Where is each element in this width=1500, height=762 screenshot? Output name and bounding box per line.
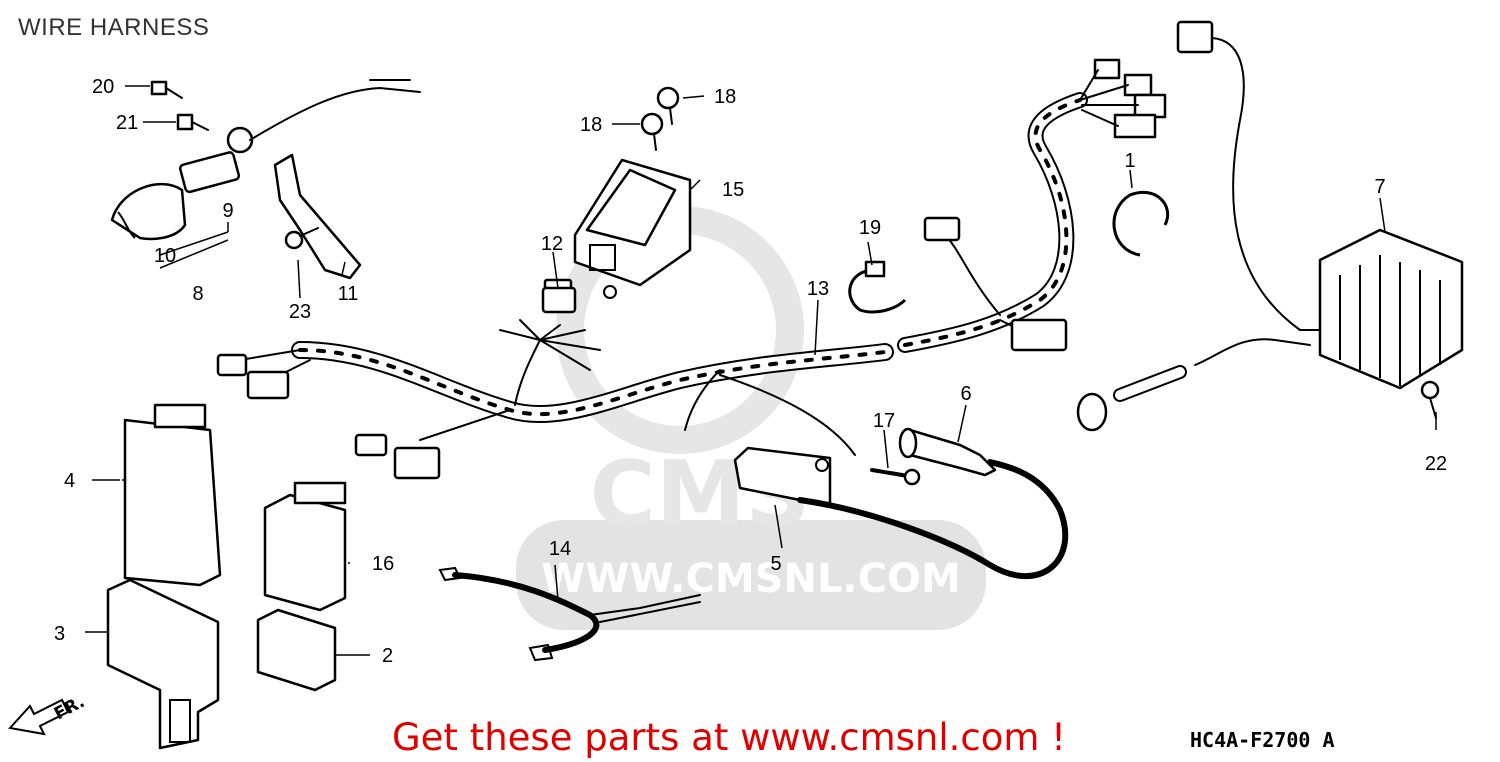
fastener-23	[284, 227, 319, 250]
part-relay	[263, 493, 347, 612]
callout-8: 8	[192, 283, 203, 305]
callout-21: 21	[116, 112, 138, 134]
callout-20: 20	[92, 76, 114, 98]
part-ecu-connector	[153, 403, 207, 429]
callout-3: 3	[54, 623, 65, 645]
fastener-21	[176, 113, 209, 131]
callout-4: 4	[64, 470, 75, 492]
callout-7: 7	[1374, 176, 1385, 198]
callout-15: 15	[722, 179, 744, 201]
part-ignition-coil	[733, 446, 1069, 579]
callout-18-top: 18	[714, 86, 736, 108]
part-horn-coil	[178, 79, 421, 194]
callout-1: 1	[1124, 150, 1135, 172]
fastener-20	[150, 80, 183, 99]
callout-18-lower: 18	[580, 114, 602, 136]
part-relay-cover	[256, 608, 337, 692]
part-band	[848, 268, 907, 314]
callout-16: 16	[372, 553, 394, 575]
callout-labels: 1 2 3 4 5 6 7 8 9 10 11 12 13 14 15 16 1…	[54, 76, 1447, 667]
part-small-relay	[541, 286, 577, 314]
watermark: CMS WWW.CMSNL.COM	[516, 206, 986, 630]
promo-banner: Get these parts at www.cmsnl.com !	[392, 716, 1067, 759]
main-harness	[216, 20, 1301, 480]
callout-23: 23	[289, 301, 311, 323]
callout-9: 9	[222, 200, 233, 222]
callout-12: 12	[541, 233, 563, 255]
callout-10: 10	[154, 245, 176, 267]
watermark-site: WWW.CMSNL.COM	[541, 556, 961, 602]
diagram-code: HC4A-F2700 A	[1190, 728, 1335, 752]
callout-6: 6	[960, 383, 971, 405]
part-plug-cap	[898, 427, 997, 477]
callout-19: 19	[859, 217, 881, 239]
part-clamp	[1112, 190, 1169, 257]
arrow-icon	[8, 698, 70, 736]
diagram-title: WIRE HARNESS	[18, 14, 210, 41]
part-regulator	[1076, 228, 1464, 432]
front-label: FR.	[51, 692, 88, 724]
part-ecu	[123, 418, 222, 587]
part-bolt-17	[870, 468, 910, 478]
fastener-18-lower	[640, 112, 664, 151]
fastener-22	[1420, 380, 1440, 419]
front-direction-arrow: FR.	[8, 692, 88, 736]
callout-22: 22	[1425, 453, 1447, 475]
callout-14: 14	[549, 538, 571, 560]
part-fuse-box	[573, 158, 692, 299]
callout-2: 2	[382, 645, 393, 667]
callout-17: 17	[873, 410, 895, 432]
callout-5: 5	[770, 553, 781, 575]
part-bracket	[273, 153, 362, 280]
leader-lines	[85, 85, 1437, 656]
part-sub-harness	[438, 566, 701, 662]
part-ecu-case	[106, 578, 220, 750]
callout-11: 11	[338, 283, 359, 305]
part-horn	[110, 182, 187, 241]
callout-13: 13	[807, 278, 829, 300]
harness-connector-cluster	[1079, 58, 1167, 139]
fastener-18-top	[656, 86, 680, 125]
